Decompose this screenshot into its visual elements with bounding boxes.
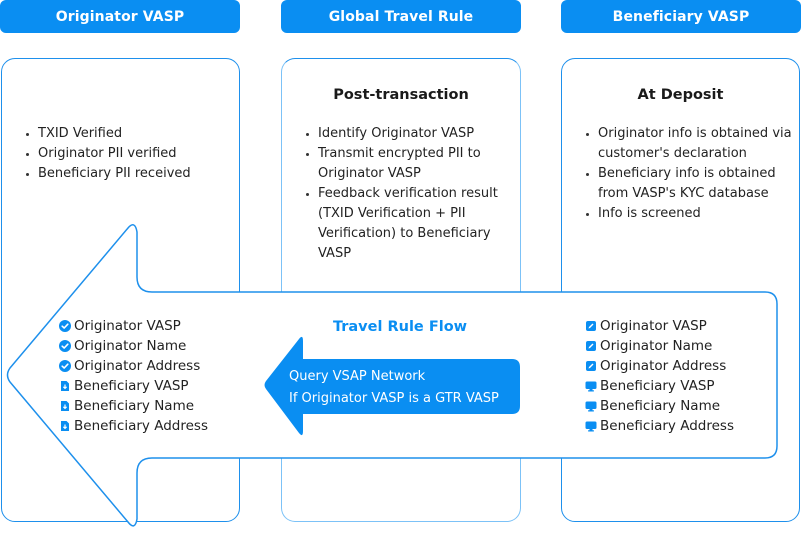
field-item: Beneficiary Name: [59, 396, 208, 416]
bullet-item: Feedback verification result (TXID Verif…: [304, 184, 509, 264]
file-download-icon: [61, 421, 69, 431]
field-item: Beneficiary Address: [59, 416, 208, 436]
field-item: Beneficiary VASP: [59, 376, 208, 396]
field-item: Originator VASP: [59, 316, 208, 336]
file-download-icon: [61, 381, 69, 391]
monitor-icon: [585, 401, 597, 412]
header-label: Beneficiary VASP: [612, 8, 750, 25]
header-global-travel-rule: Global Travel Rule: [281, 0, 521, 33]
monitor-icon: [585, 421, 597, 432]
bullet-item: Originator PII verified: [24, 144, 234, 164]
bullet-item: Beneficiary PII received: [24, 164, 234, 184]
header-label: Originator VASP: [55, 8, 185, 25]
column-title: At Deposit: [637, 87, 724, 103]
edit-icon: [586, 361, 596, 371]
monitor-icon: [585, 381, 597, 392]
beneficiary-bullet-list: Originator info is obtained via customer…: [584, 124, 794, 224]
field-label: Originator Address: [600, 358, 727, 374]
field-label: Originator VASP: [600, 318, 707, 334]
small-arrow-text: Query VSAP Network If Originator VASP is…: [289, 366, 499, 410]
beneficiary-collected-fields: Originator VASP Originator Name Originat…: [585, 316, 734, 436]
bullet-item: Beneficiary info is obtained from VASP's…: [584, 164, 794, 204]
field-item: Beneficiary Name: [585, 396, 734, 416]
field-label: Originator VASP: [74, 318, 181, 334]
originator-bullet-list: TXID Verified Originator PII verified Be…: [24, 124, 234, 184]
bullet-item: Originator info is obtained via customer…: [584, 124, 794, 164]
edit-icon: [586, 321, 596, 331]
field-label: Beneficiary Address: [74, 418, 208, 434]
field-item: Beneficiary VASP: [585, 376, 734, 396]
originator-column-box: TXID Verified Originator PII verified Be…: [1, 58, 240, 522]
bullet-item: Identify Originator VASP: [304, 124, 509, 144]
global-travel-rule-bullet-list: Identify Originator VASP Transmit encryp…: [304, 124, 509, 264]
travel-rule-flow-title: Travel Rule Flow: [332, 319, 468, 335]
field-label: Beneficiary VASP: [74, 378, 189, 394]
field-label: Originator Address: [74, 358, 201, 374]
field-label: Beneficiary Name: [600, 398, 721, 414]
originator-received-fields: Originator VASP Originator Name Originat…: [59, 316, 208, 436]
field-label: Beneficiary VASP: [600, 378, 715, 394]
check-circle-icon: [59, 320, 71, 332]
global-travel-rule-column-box: Post-transaction Identify Originator VAS…: [281, 58, 521, 522]
edit-icon: [586, 341, 596, 351]
field-item: Originator Name: [59, 336, 208, 356]
field-item: Beneficiary Address: [585, 416, 734, 436]
field-label: Beneficiary Address: [600, 418, 734, 434]
header-originator-vasp: Originator VASP: [0, 0, 240, 33]
field-item: Originator Name: [585, 336, 734, 356]
check-circle-icon: [59, 340, 71, 352]
field-label: Originator Name: [74, 338, 187, 354]
file-download-icon: [61, 401, 69, 411]
field-item: Originator VASP: [585, 316, 734, 336]
field-item: Originator Address: [59, 356, 208, 376]
bullet-item: Transmit encrypted PII to Originator VAS…: [304, 144, 509, 184]
field-item: Originator Address: [585, 356, 734, 376]
bullet-item: Info is screened: [584, 204, 794, 224]
header-label: Global Travel Rule: [328, 8, 474, 25]
field-label: Beneficiary Name: [74, 398, 195, 414]
check-circle-icon: [59, 360, 71, 372]
column-title: Post-transaction: [333, 87, 469, 103]
header-beneficiary-vasp: Beneficiary VASP: [561, 0, 801, 33]
arrow-text-line: Query VSAP Network: [289, 369, 426, 384]
arrow-text-line: If Originator VASP is a GTR VASP: [289, 391, 499, 406]
field-label: Originator Name: [600, 338, 713, 354]
beneficiary-column-box: At Deposit Originator info is obtained v…: [561, 58, 800, 522]
bullet-item: TXID Verified: [24, 124, 234, 144]
